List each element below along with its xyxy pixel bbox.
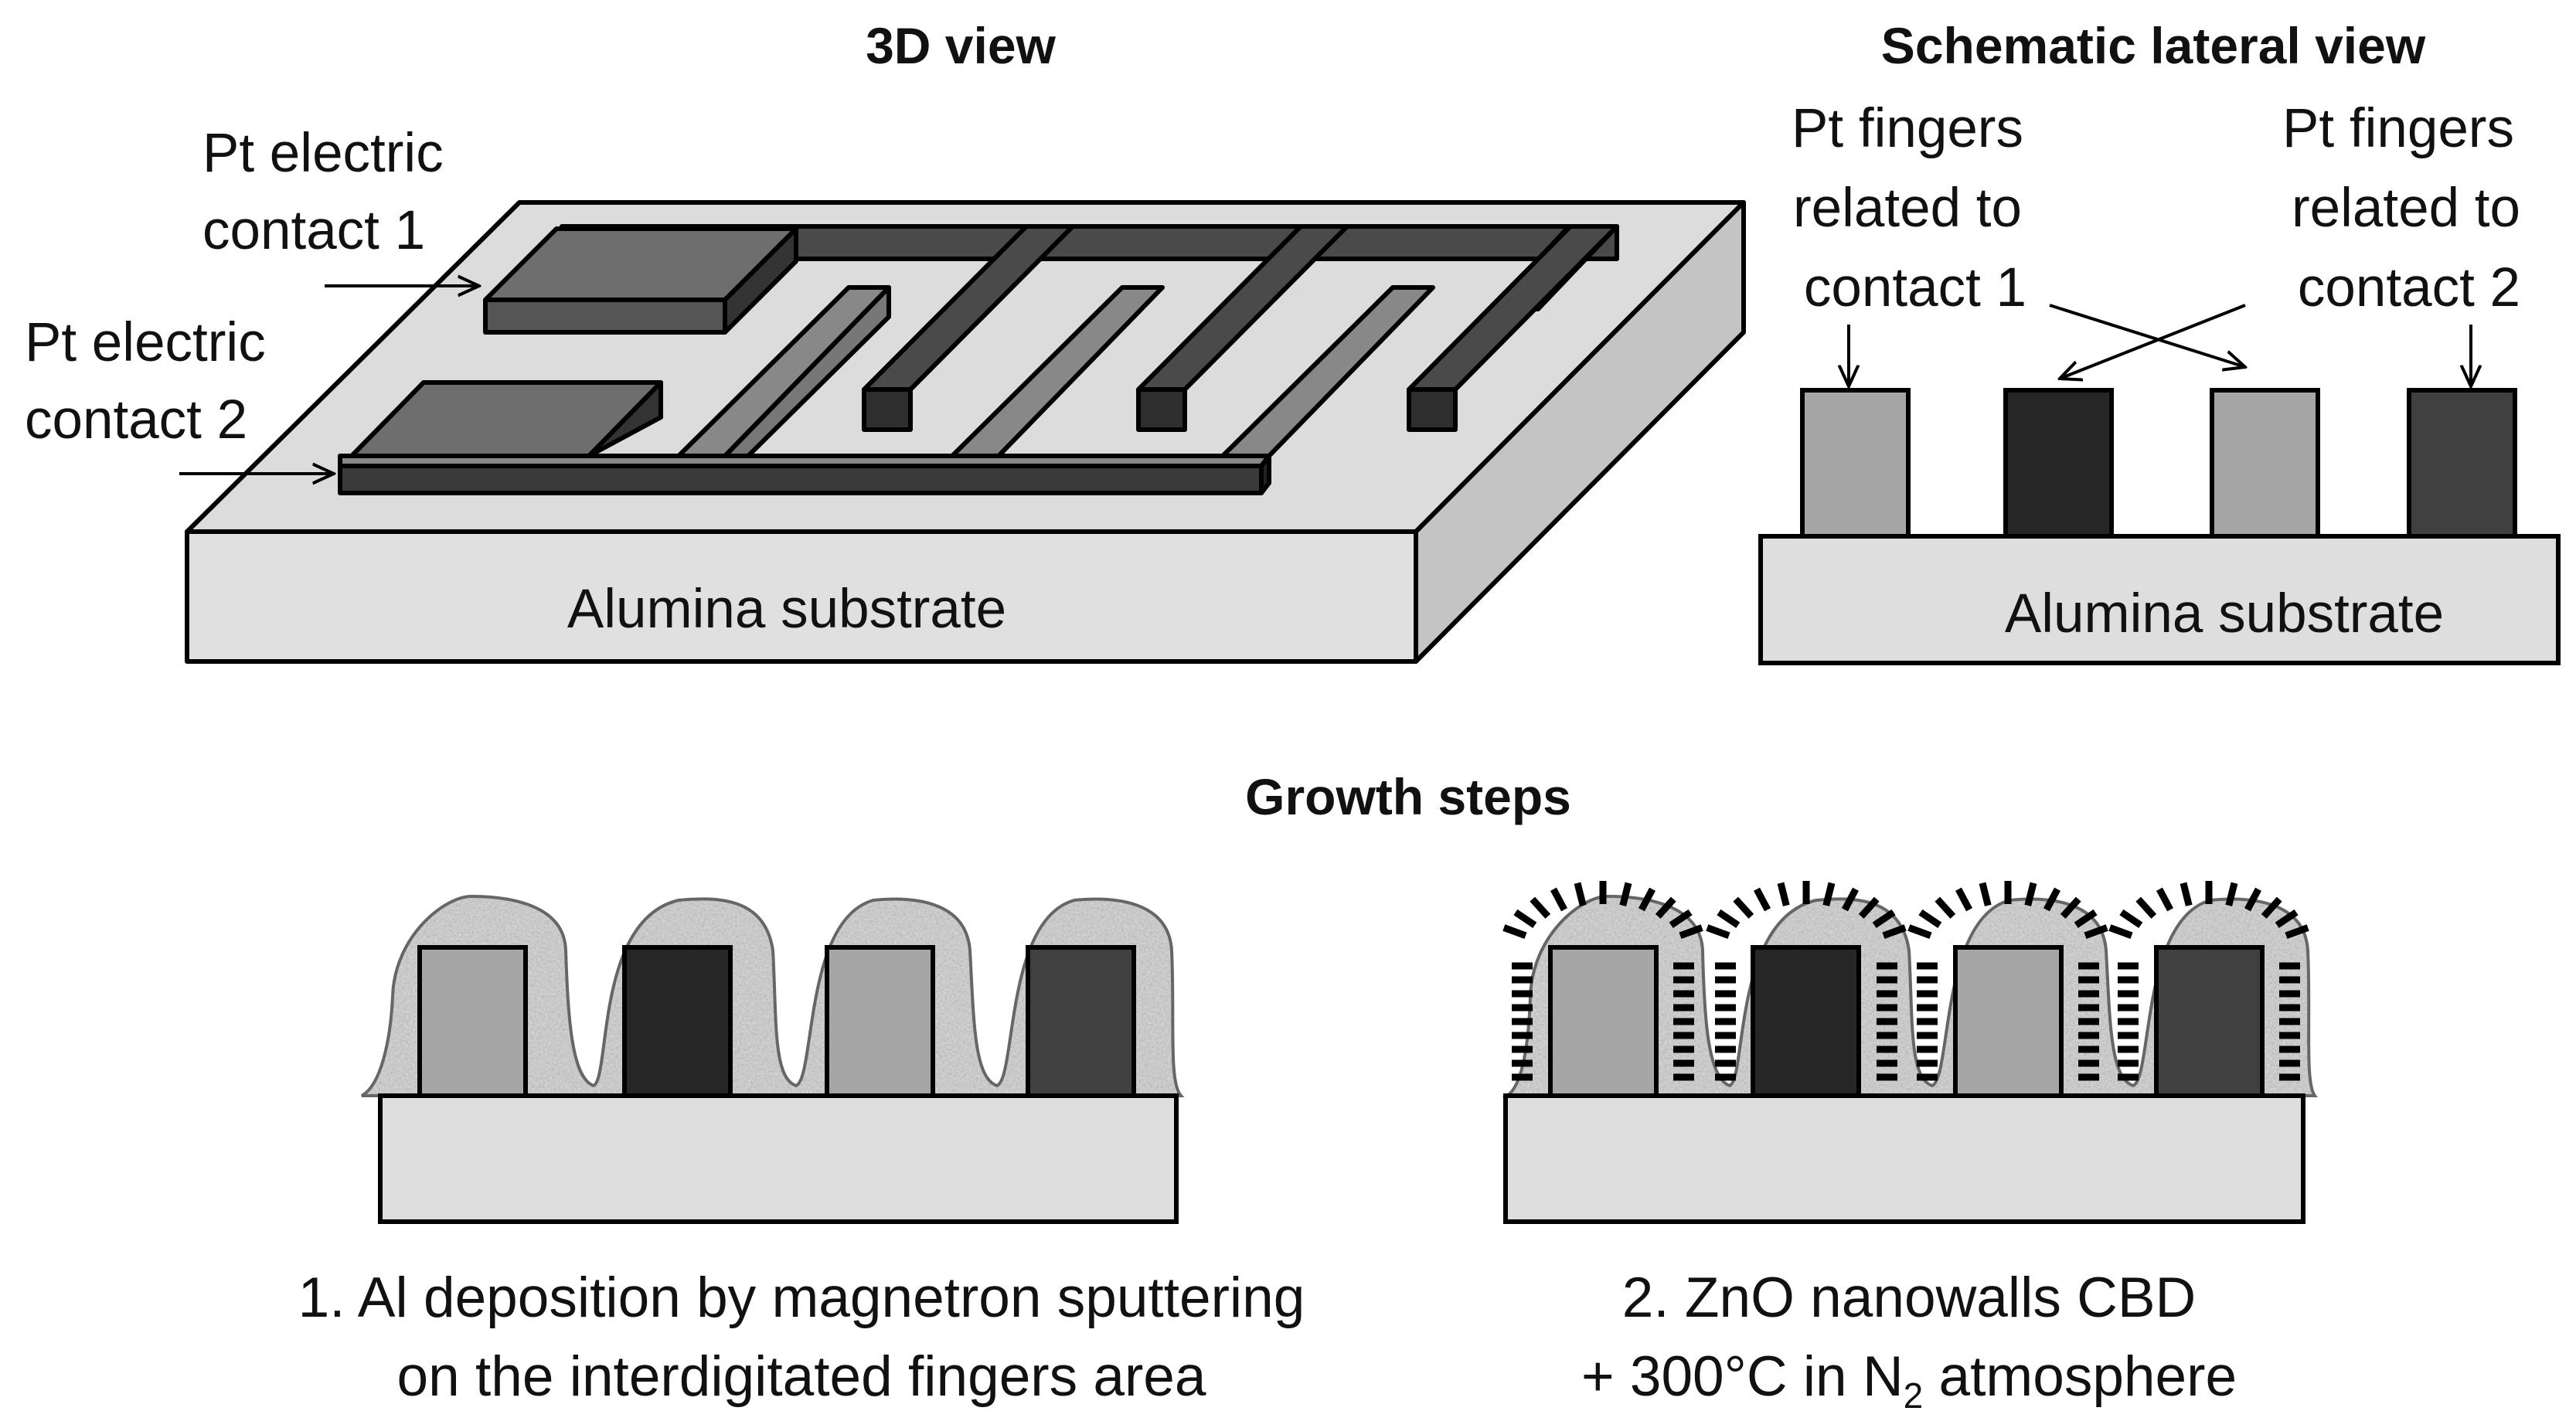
label-alumina-substrate-lateral: Alumina substrate — [2005, 583, 2444, 644]
label-pt-contact-2-line1: Pt electric — [25, 312, 266, 373]
label-lateral-contact2-line3: contact 2 — [2298, 257, 2520, 318]
title-growth-steps: Growth steps — [1245, 768, 1571, 825]
nanowall-hair — [2135, 896, 2157, 919]
fingers-contact-1 — [862, 224, 1619, 432]
nanowall-hair — [1733, 896, 1754, 919]
label-lateral-contact1-line3: contact 1 — [1804, 257, 2026, 318]
label-lateral-contact2-line1: Pt fingers — [2282, 98, 2514, 159]
step1-substrate — [378, 1093, 1179, 1224]
growth-step-2 — [1502, 881, 2318, 1224]
nanowall-hair — [1574, 882, 1587, 906]
title-3d-view: 3D view — [866, 17, 1056, 74]
step1-finger-1 — [417, 945, 528, 1098]
device-3d-view — [185, 200, 1746, 664]
nanowall-hair — [1669, 909, 1693, 929]
nanowall-hair — [2043, 887, 2061, 912]
caption-step-1-line1: 1. Al deposition by magnetron sputtering — [298, 1266, 1305, 1329]
nanowall-hair — [1502, 924, 1527, 940]
nanowall-hair — [2074, 909, 2098, 929]
step2-substrate — [1503, 1093, 2305, 1224]
nanowall-hair — [2261, 896, 2282, 919]
nanowall-hair — [1706, 924, 1730, 940]
nanowall-hair — [2225, 882, 2238, 906]
step2-finger-3 — [1953, 945, 2064, 1098]
nanowall-hair — [2060, 896, 2081, 919]
caption-step-2-line2: + 300°C in N2 atmosphere — [1581, 1345, 2237, 1416]
lateral-arrows — [1849, 304, 2471, 386]
caption-step-1-line2: on the interdigitated fingers area — [396, 1345, 1206, 1408]
nanowall-hair — [1872, 909, 1896, 929]
pad-contact-2 — [349, 380, 663, 458]
nanowall-hair — [2285, 924, 2309, 940]
nanowall-hair — [2156, 887, 2174, 912]
nanowall-hair — [1858, 896, 1880, 919]
label-alumina-substrate-3d: Alumina substrate — [567, 579, 1006, 640]
label-lateral-contact1-line1: Pt fingers — [1792, 98, 2023, 159]
nanowall-hair — [2180, 882, 2193, 906]
caption-step-2-subscript: 2 — [1904, 1375, 1924, 1416]
nanowall-hair — [1955, 887, 1973, 912]
lateral-finger-3 — [2210, 388, 2320, 539]
al-layer-step1 — [360, 894, 1185, 1097]
pad-contact-1 — [483, 226, 798, 335]
nanowall-hair — [1753, 887, 1771, 912]
growth-step-1 — [360, 894, 1185, 1224]
fingers-contact-2 — [676, 285, 1435, 458]
nanowall-hair — [2275, 909, 2299, 929]
nanowall-hair — [1679, 924, 1703, 940]
caption-step-2-line1: 2. ZnO nanowalls CBD — [1622, 1266, 2196, 1329]
label-pt-contact-1-line1: Pt electric — [202, 123, 444, 184]
step2-finger-1 — [1548, 945, 1659, 1098]
nanowall-hair — [1822, 882, 1836, 906]
label-pt-contact-1-line2: contact 1 — [202, 200, 425, 261]
nanowall-hair — [1777, 882, 1790, 906]
label-lateral-contact2-line2: related to — [2292, 178, 2520, 239]
label-pt-contact-2-line2: contact 2 — [25, 389, 247, 450]
nanowall-hair — [1841, 887, 1860, 912]
lateral-finger-4 — [2407, 388, 2517, 539]
zno-nanowalls — [1502, 881, 2309, 1081]
lateral-substrate — [1758, 534, 2561, 665]
nanowall-hair — [1717, 909, 1741, 929]
nanowall-hair — [1513, 909, 1537, 929]
nanowall-hair — [2108, 924, 2133, 940]
nanowall-hair — [1882, 924, 1907, 940]
caption-step-2-line2-pre: + 300°C in N — [1581, 1345, 1904, 1408]
nanowall-hair — [2084, 924, 2108, 940]
nanowall-hair — [1918, 909, 1942, 929]
step1-finger-2 — [622, 945, 733, 1098]
nanowall-hair — [1935, 896, 1956, 919]
nanowall-hair — [1979, 882, 1992, 906]
step2-finger-2 — [1751, 945, 1861, 1098]
nanowall-hair — [1550, 887, 1568, 912]
electrode-bus-contact-2 — [338, 454, 1271, 495]
step2-finger-4 — [2154, 945, 2265, 1098]
nanowall-hair — [2244, 887, 2262, 912]
step1-finger-4 — [1026, 945, 1136, 1098]
nanowall-hair — [2024, 882, 2037, 906]
nanowall-hair — [2119, 909, 2143, 929]
nanowall-hair — [1638, 887, 1656, 912]
substrate-front-face — [185, 529, 1418, 664]
nanowall-hair — [1907, 924, 1932, 940]
lateral-finger-1 — [1800, 388, 1911, 539]
step1-finger-3 — [825, 945, 935, 1098]
nanowall-hair — [1530, 896, 1551, 919]
nanowall-hair — [1655, 896, 1676, 919]
label-lateral-contact1-line2: related to — [1793, 178, 2022, 239]
device-lateral-view — [1758, 388, 2561, 665]
lateral-finger-2 — [2003, 388, 2114, 539]
nanowall-hair — [1619, 882, 1632, 906]
caption-step-2-line2-post: atmosphere — [1923, 1345, 2237, 1408]
title-schematic-lateral-view: Schematic lateral view — [1881, 17, 2426, 74]
